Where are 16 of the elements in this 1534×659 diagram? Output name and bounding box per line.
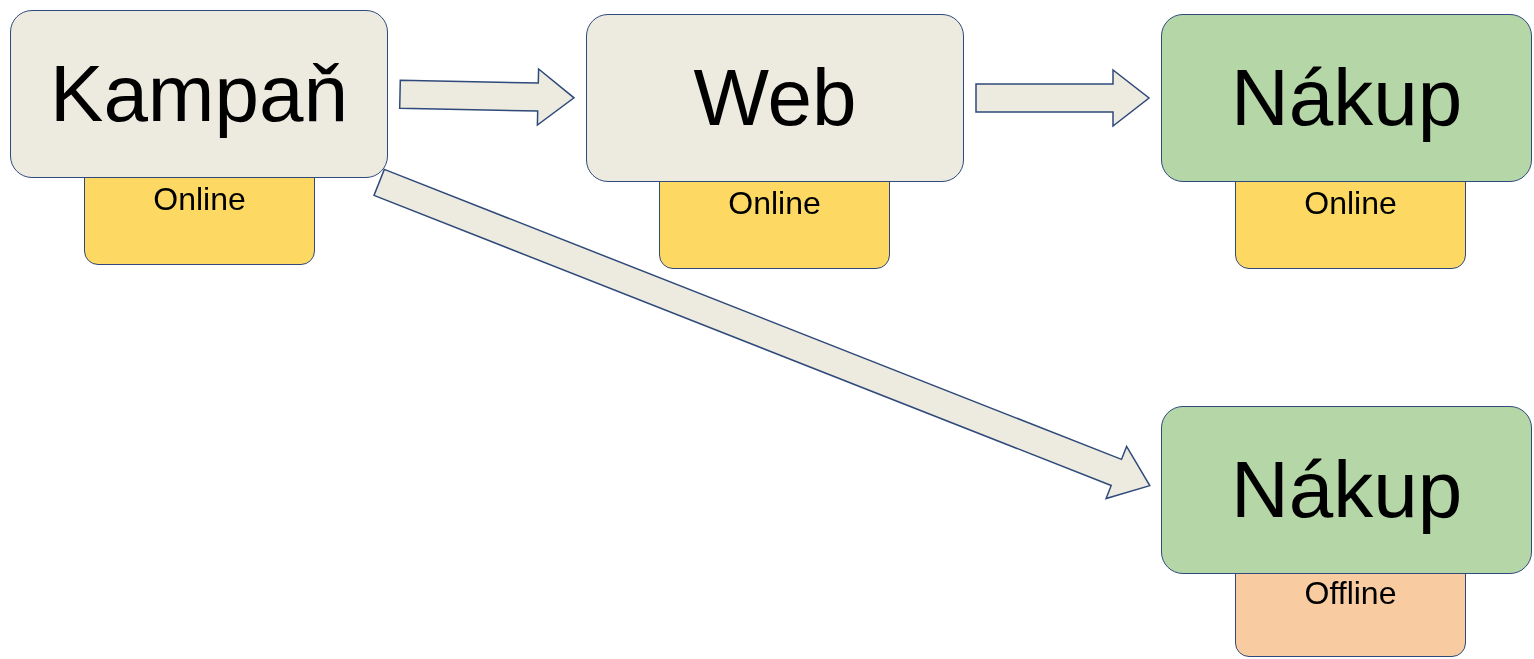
process-box	[1161, 406, 1532, 574]
block-arrow	[373, 168, 1151, 500]
tag-box	[659, 180, 890, 269]
box-label: Web	[693, 58, 857, 138]
process-box	[586, 14, 964, 182]
tag-box	[1235, 180, 1466, 269]
tag-box	[84, 176, 315, 265]
process-box	[10, 10, 388, 178]
tag-label: Online	[153, 183, 246, 215]
tag-label: Online	[1304, 187, 1397, 219]
block-arrow	[398, 67, 576, 127]
block-arrow	[975, 68, 1151, 128]
tag-box	[1235, 572, 1466, 657]
process-box	[1161, 14, 1532, 182]
tag-label: Offline	[1304, 577, 1397, 609]
tag-label: Online	[728, 187, 821, 219]
